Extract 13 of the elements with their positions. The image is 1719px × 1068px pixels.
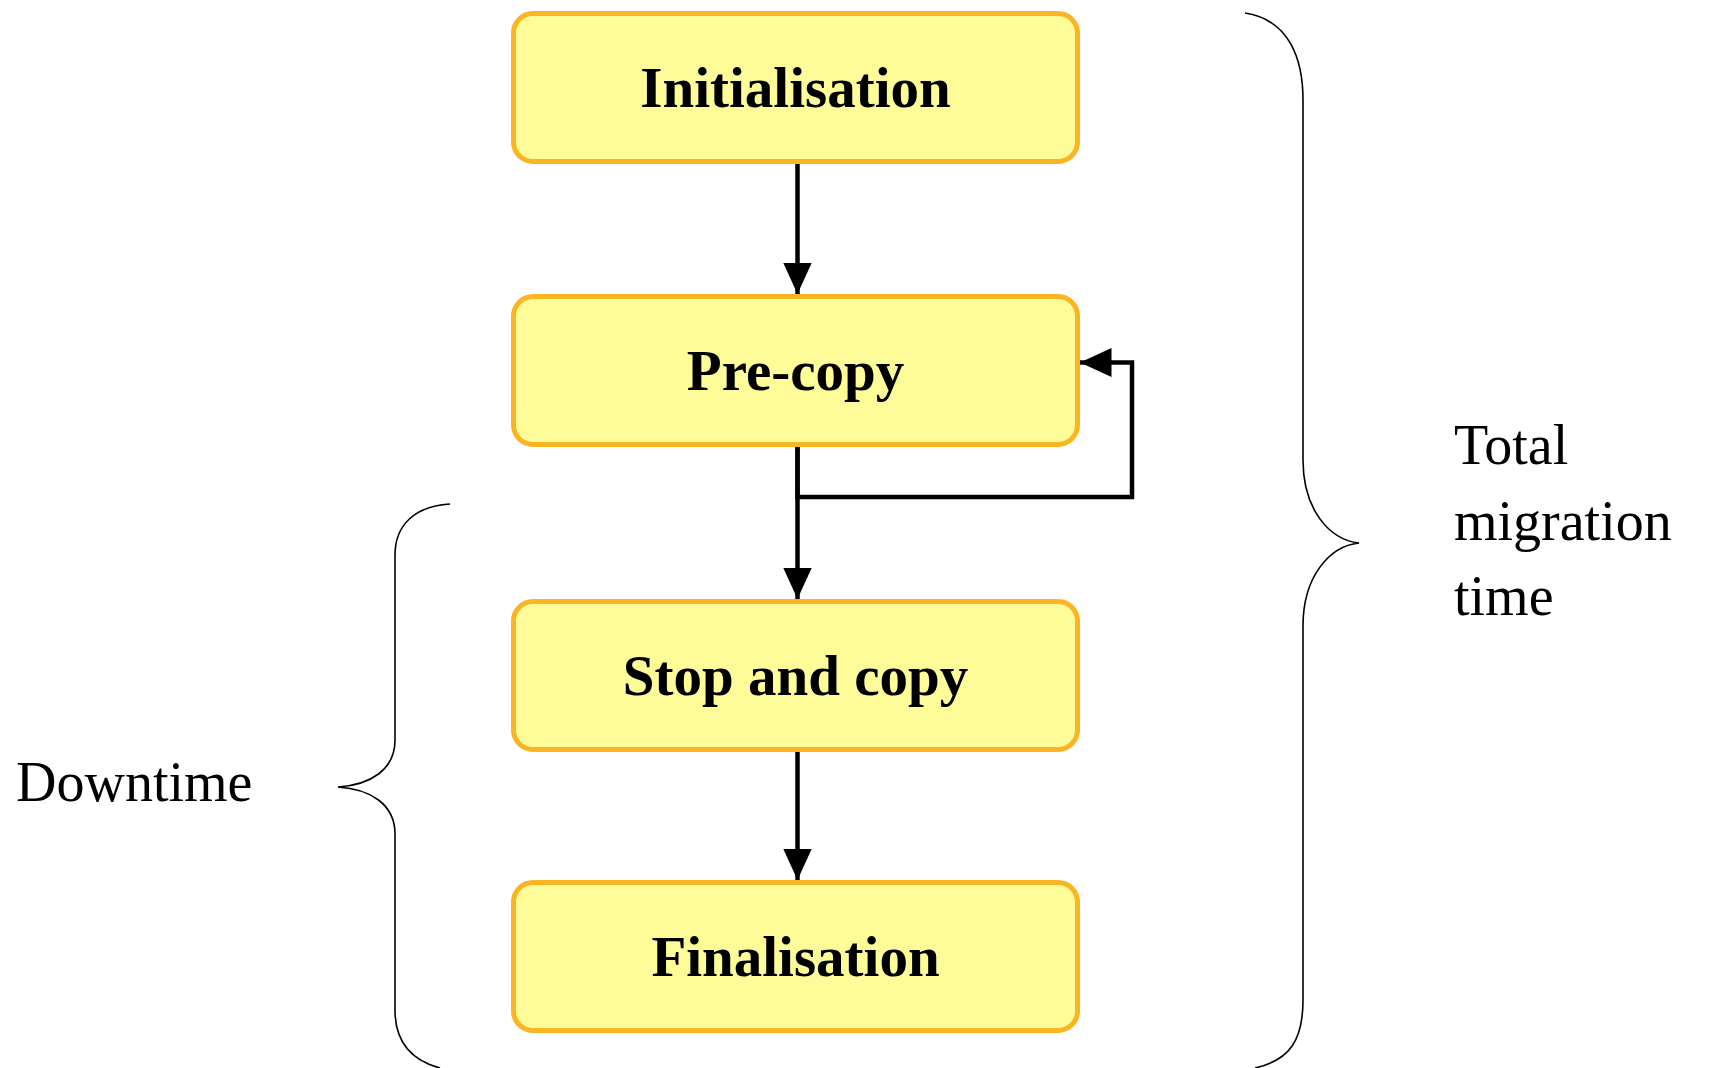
step-label: Finalisation <box>651 924 940 989</box>
step-label: Stop and copy <box>622 643 969 708</box>
process-box <box>511 294 1080 447</box>
step-label: Pre-copy <box>686 338 905 403</box>
arrow <box>783 164 812 294</box>
brace-label: Total migration time <box>1454 413 1673 630</box>
process-box <box>511 599 1080 752</box>
brace-label: Downtime <box>16 750 254 815</box>
arrow <box>795 348 1135 500</box>
process-box <box>511 11 1080 164</box>
process-box <box>511 880 1080 1033</box>
arrow <box>783 752 812 880</box>
step-label: Initialisation <box>640 55 951 120</box>
